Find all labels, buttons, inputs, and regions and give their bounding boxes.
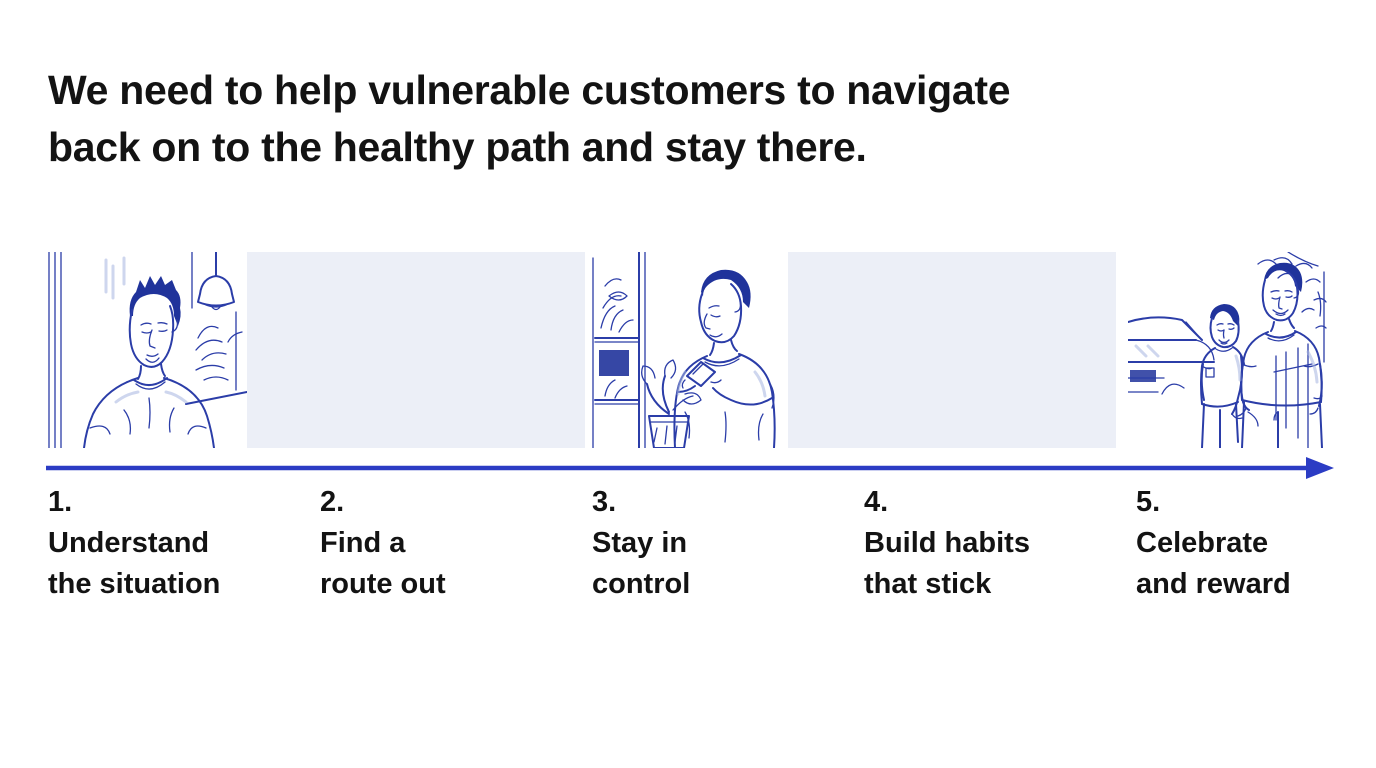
page-title-line-2: back on to the healthy path and stay the… — [48, 124, 867, 170]
step-1: 1. Understand the situation — [48, 482, 320, 605]
step-5-label-line-1: Celebrate — [1136, 527, 1269, 559]
page-title: We need to help vulnerable customers to … — [48, 62, 1011, 176]
step-5-number: 5. — [1136, 486, 1161, 518]
step-2: 2. Find a route out — [320, 482, 592, 605]
man-reflecting-indoors-illustration — [48, 252, 247, 448]
step-4: 4. Build habits that stick — [864, 482, 1136, 605]
step-4-number: 4. — [864, 486, 889, 518]
step-5: 5. Celebrate and reward — [1136, 482, 1336, 605]
panel-illustration-5 — [1128, 252, 1332, 448]
page-title-line-1: We need to help vulnerable customers to … — [48, 67, 1011, 113]
steps-row: 1. Understand the situation 2. Find a ro… — [48, 482, 1336, 605]
man-checking-phone-illustration — [592, 252, 776, 448]
father-and-son-walking-illustration — [1128, 252, 1327, 448]
step-3: 3. Stay in control — [592, 482, 864, 605]
panel-gap — [1116, 252, 1128, 448]
step-4-label-line-2: that stick — [864, 568, 992, 600]
step-2-label-line-1: Find a — [320, 527, 406, 559]
step-1-number: 1. — [48, 486, 73, 518]
step-2-label-line-2: route out — [320, 568, 446, 600]
panel-illustration-1 — [46, 252, 247, 448]
step-3-label-line-1: Stay in — [592, 527, 688, 559]
timeline-right-arrow-icon — [46, 457, 1334, 479]
step-1-label-line-1: Understand — [48, 527, 210, 559]
panel-placeholder-4 — [788, 252, 1116, 448]
step-3-number: 3. — [592, 486, 617, 518]
step-5-label-line-2: and reward — [1136, 568, 1291, 600]
step-3-label-line-2: control — [592, 568, 691, 600]
step-1-label-line-2: the situation — [48, 568, 221, 600]
journey-panel-strip — [46, 252, 1332, 448]
panel-placeholder-2 — [247, 252, 585, 448]
panel-illustration-3 — [585, 252, 788, 448]
step-2-number: 2. — [320, 486, 345, 518]
step-4-label-line-1: Build habits — [864, 527, 1030, 559]
